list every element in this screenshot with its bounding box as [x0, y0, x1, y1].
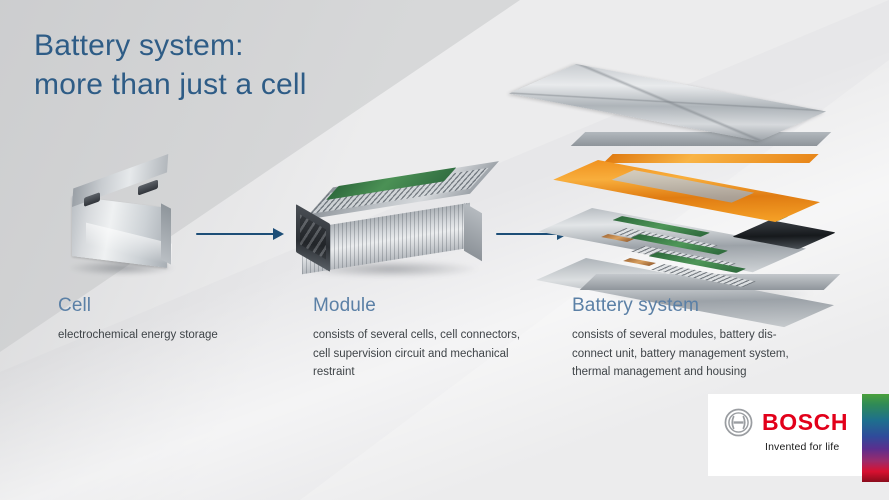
column-battery-system-heading: Battery system [572, 295, 700, 316]
bosch-wordmark: BOSCH [762, 409, 849, 435]
system-lid-ribs [508, 64, 826, 142]
battery-module-photo [296, 161, 499, 286]
bosch-supergraphic-stripe [862, 394, 889, 482]
prismatic-battery-cell-photo [62, 153, 182, 283]
page-title: Battery system: more than just a cell [34, 29, 307, 101]
system-lid-skirt [570, 132, 832, 146]
arrow-right-icon-cell-to-module [196, 228, 284, 240]
bosch-tagline: Invented for life [765, 441, 840, 453]
column-cell: Cell electrochemical energy storage [58, 295, 308, 345]
column-battery-system: Battery system consists of several modul… [572, 295, 822, 382]
column-module-heading: Module [313, 295, 376, 316]
bosch-logo-panel: BOSCH Invented for life [708, 394, 862, 476]
battery-system-exploded-view-photo [508, 58, 866, 328]
cell-gloss [86, 222, 172, 266]
cell-body [72, 196, 172, 268]
cell-side-face [161, 203, 171, 265]
column-module-description: consists of several cells, cell connecto… [313, 328, 521, 379]
system-harness-cross-bar [603, 154, 819, 163]
bosch-armature-icon [724, 408, 753, 437]
module-right-face [464, 202, 482, 262]
arrow-shaft [196, 233, 274, 235]
arrow-head [273, 228, 284, 240]
arrow-shaft [496, 233, 558, 235]
bosch-logo-lockup: BOSCH [724, 408, 848, 437]
column-cell-heading: Cell [58, 295, 92, 316]
system-busbar-2 [623, 258, 656, 266]
column-battery-system-description: consists of several modules, battery dis… [572, 328, 789, 379]
column-cell-description: electrochemical energy storage [58, 328, 218, 341]
column-module: Module consists of several cells, cell c… [313, 295, 558, 382]
